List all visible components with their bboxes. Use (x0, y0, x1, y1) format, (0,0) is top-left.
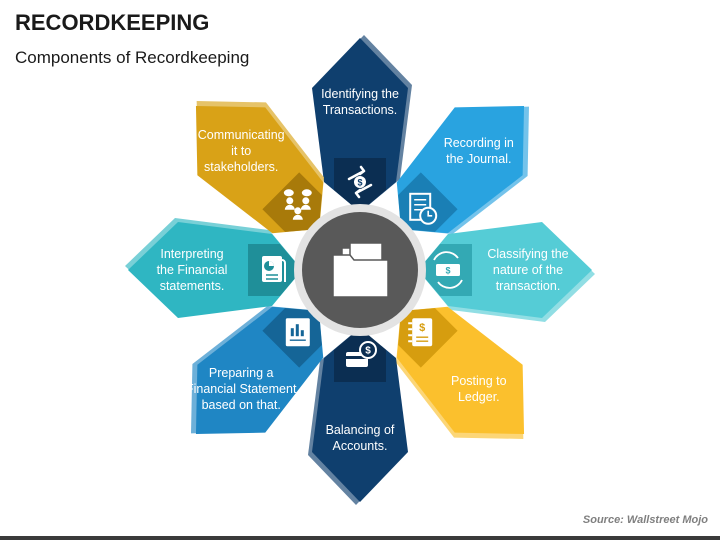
cash-cycle-icon: $ (433, 251, 463, 289)
journal-clock-icon (409, 192, 438, 225)
component-label: Posting to Ledger. (451, 374, 507, 404)
exchange-dollar-icon: $ (347, 165, 373, 199)
source-credit: Source: Wallstreet Mojo (582, 514, 708, 526)
component-label-line: Posting to (451, 374, 507, 388)
svg-text:$: $ (357, 178, 362, 188)
page-title: RECORDKEEPING (15, 10, 210, 35)
component-label-line: Preparing a (209, 366, 274, 380)
component-petal-6: Preparing a Financial Statement based on t… (186, 306, 324, 435)
component-label-line: Interpreting (160, 247, 223, 261)
component-label-line: Balancing of (326, 423, 395, 437)
component-label-line: the Journal. (446, 152, 511, 166)
component-label: Classifying the nature of the transaction. (487, 247, 568, 293)
svg-text:$: $ (365, 346, 371, 357)
component-label: Recording in the Journal. (444, 136, 514, 166)
svg-text:$: $ (445, 266, 450, 276)
svg-text:$: $ (419, 322, 425, 334)
petal-icon-tab (398, 172, 458, 232)
component-label-line: the Financial (157, 263, 228, 277)
component-label-line: Ledger. (458, 390, 500, 404)
component-label-line: Accounts. (333, 439, 388, 453)
folder-documents-icon (332, 242, 389, 298)
component-petal-8: Communicating it to stakeholders. (195, 101, 324, 234)
component-label-line: it to (231, 144, 251, 158)
component-label-line: Communicating (198, 128, 285, 142)
component-petal-3: Classifying the nature of the transaction.… (418, 222, 595, 322)
component-petal-5: Balancing of Accounts. $ (308, 328, 408, 505)
component-label-line: Identifying the (321, 87, 399, 101)
ledger-dollar-icon: $ (408, 318, 433, 347)
component-label-line: nature of the (493, 263, 563, 277)
component-label: Interpreting the Financial statements. (157, 247, 228, 293)
component-label-line: Recording in (444, 136, 514, 150)
component-label: Communicating it to stakeholders. (198, 128, 285, 174)
component-label-line: based on that. (202, 398, 281, 412)
statement-scroll-icon (262, 256, 286, 282)
component-label-line: statements. (160, 279, 225, 293)
component-petal-7: Interpreting the Financial statements. (125, 218, 302, 318)
component-label: Balancing of Accounts. (326, 423, 395, 453)
stakeholders-chat-icon (283, 189, 312, 220)
component-label-line: Transactions. (323, 103, 398, 117)
component-label-line: transaction. (496, 279, 561, 293)
component-petal-4: Posting to Ledger. $ (396, 306, 525, 439)
card-coin-icon: $ (346, 341, 377, 367)
component-petal-2: Recording in the Journal. (396, 105, 529, 234)
bottom-bar (0, 536, 720, 540)
component-label-line: stakeholders. (204, 160, 278, 174)
component-label-line: Financial Statement (186, 382, 297, 396)
component-label-line: Classifying the (487, 247, 568, 261)
component-label: Preparing a Financial Statement based on t… (186, 366, 297, 412)
page-subtitle: Components of Recordkeeping (15, 48, 250, 67)
report-chart-icon (285, 318, 310, 347)
